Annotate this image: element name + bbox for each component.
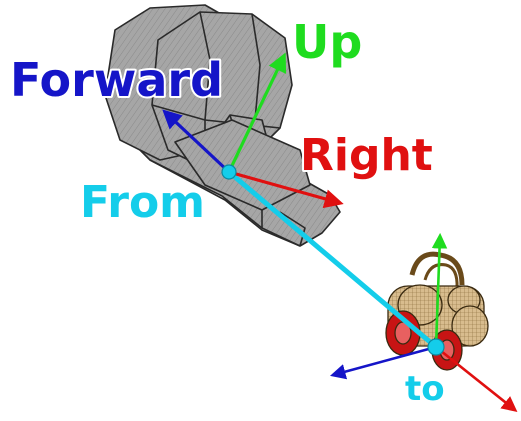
target-right-arrow [435,345,518,412]
from-point [221,164,237,180]
right-vector-arrow [228,170,344,209]
up-vector-arrow [227,52,287,173]
target-up-arrow [431,232,448,348]
forward-label: Forward [10,53,223,107]
forward-vector-arrow [162,109,231,174]
to-label: to [405,369,445,409]
from-to-line [226,169,439,350]
to-point [427,338,445,356]
target-forward-arrow [329,345,437,380]
up-label: Up [292,15,362,69]
right-label: Right [300,130,433,181]
from-label: From [80,177,205,228]
